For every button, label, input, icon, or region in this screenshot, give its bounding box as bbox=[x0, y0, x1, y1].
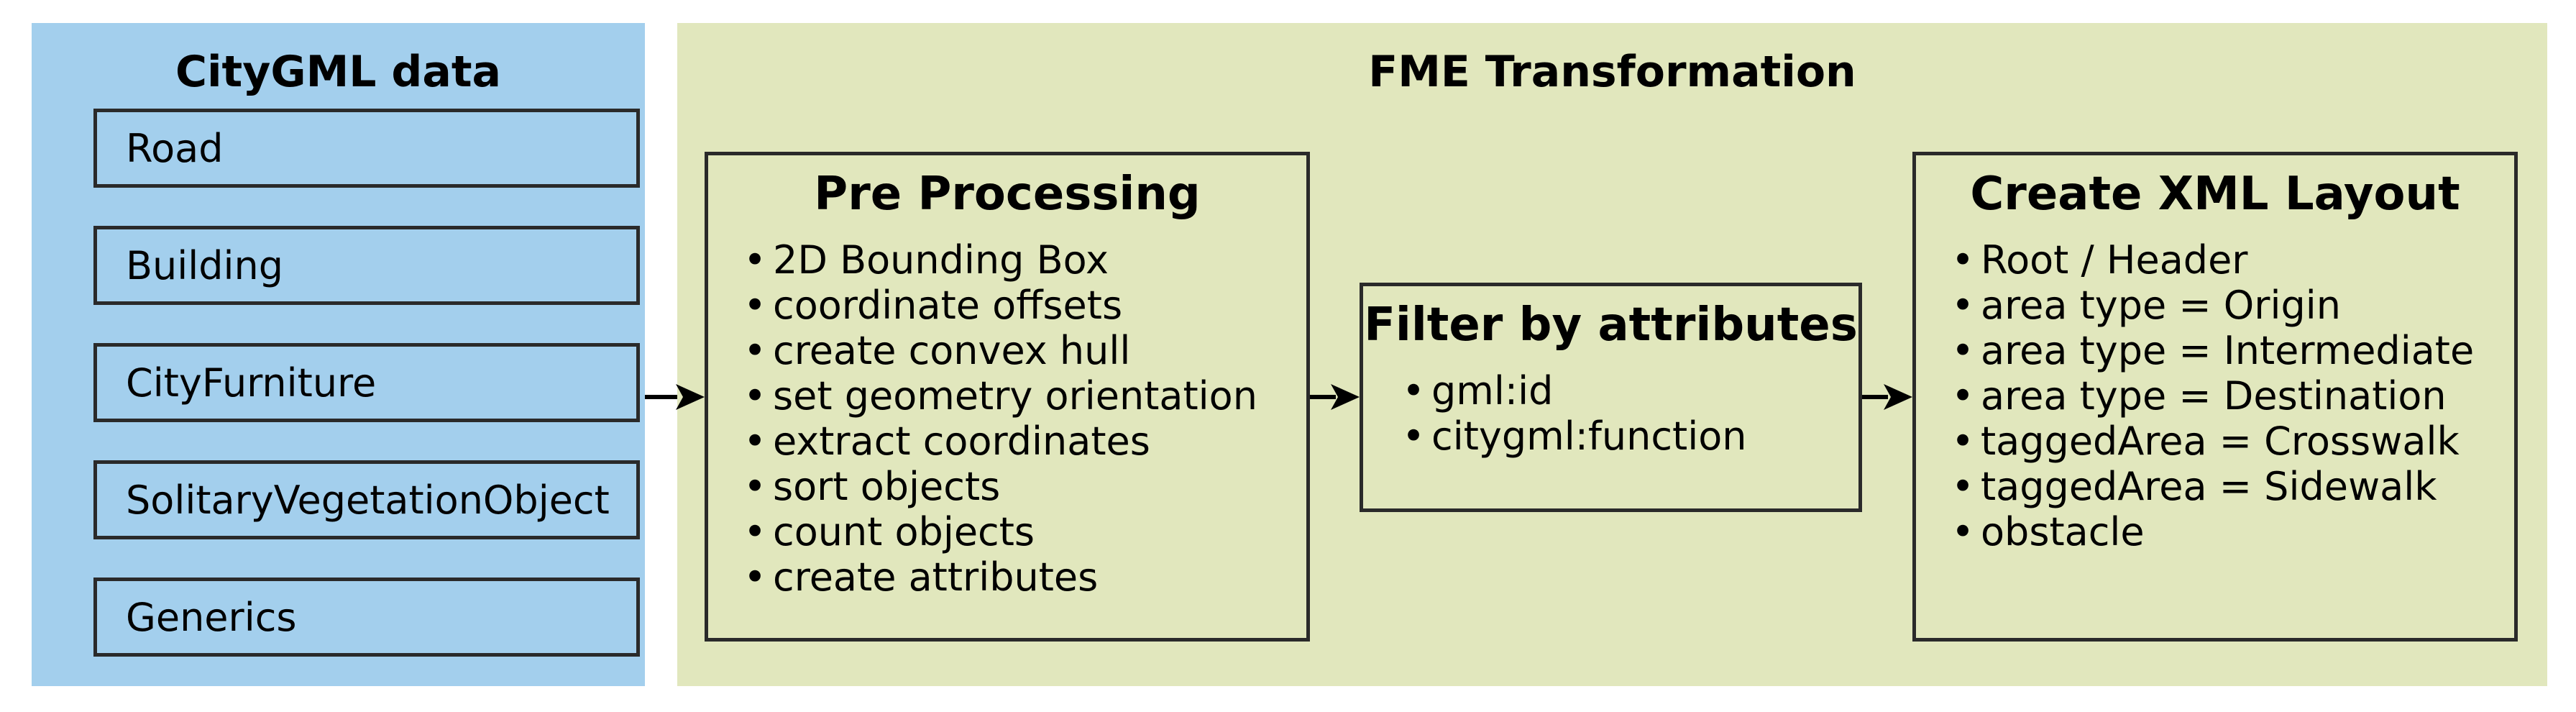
list-item: area type = Destination bbox=[1945, 373, 2514, 419]
citygml-item-solitaryvegetationobject: SolitaryVegetationObject bbox=[93, 460, 640, 539]
citygml-data-title: CityGML data bbox=[175, 47, 502, 97]
filter-by-attributes-box: Filter by attributes gml:id citygml:func… bbox=[1360, 283, 1862, 512]
list-item: citygml:function bbox=[1395, 414, 1858, 459]
create-xml-layout-title: Create XML Layout bbox=[1970, 168, 2460, 221]
create-xml-layout-box: Create XML Layout Root / Header area typ… bbox=[1912, 152, 2518, 642]
pre-processing-box: Pre Processing 2D Bounding Box coordinat… bbox=[705, 152, 1310, 642]
citygml-item-generics: Generics bbox=[93, 578, 640, 657]
list-item: create attributes bbox=[737, 554, 1306, 600]
citygml-item-cityfurniture: CityFurniture bbox=[93, 343, 640, 422]
xml-layout-list: Root / Header area type = Origin area ty… bbox=[1916, 237, 2514, 554]
filter-list: gml:id citygml:function bbox=[1363, 368, 1858, 459]
list-item: count objects bbox=[737, 509, 1306, 554]
pre-processing-list: 2D Bounding Box coordinate offsets creat… bbox=[708, 237, 1306, 600]
list-item: obstacle bbox=[1945, 509, 2514, 554]
list-item: taggedArea = Crosswalk bbox=[1945, 419, 2514, 464]
list-item: 2D Bounding Box bbox=[737, 237, 1306, 283]
arrow-filter-to-xml-layout bbox=[1862, 384, 1912, 410]
list-item: sort objects bbox=[737, 464, 1306, 509]
list-item: gml:id bbox=[1395, 368, 1858, 414]
list-item: create convex hull bbox=[737, 328, 1306, 373]
pre-processing-title: Pre Processing bbox=[814, 168, 1201, 221]
list-item: area type = Origin bbox=[1945, 283, 2514, 328]
list-item: coordinate offsets bbox=[737, 283, 1306, 328]
list-item: extract coordinates bbox=[737, 419, 1306, 464]
citygml-data-panel: CityGML data Road Building CityFurniture… bbox=[32, 23, 645, 686]
list-item: set geometry orientation bbox=[737, 373, 1306, 419]
arrow-preprocessing-to-filter bbox=[1310, 384, 1360, 410]
filter-by-attributes-title: Filter by attributes bbox=[1364, 298, 1858, 352]
citygml-item-road: Road bbox=[93, 109, 640, 188]
citygml-item-building: Building bbox=[93, 226, 640, 305]
fme-transformation-title: FME Transformation bbox=[1368, 47, 1856, 97]
arrow-citygml-to-preprocessing bbox=[645, 384, 705, 410]
list-item: taggedArea = Sidewalk bbox=[1945, 464, 2514, 509]
list-item: area type = Intermediate bbox=[1945, 328, 2514, 373]
list-item: Root / Header bbox=[1945, 237, 2514, 283]
